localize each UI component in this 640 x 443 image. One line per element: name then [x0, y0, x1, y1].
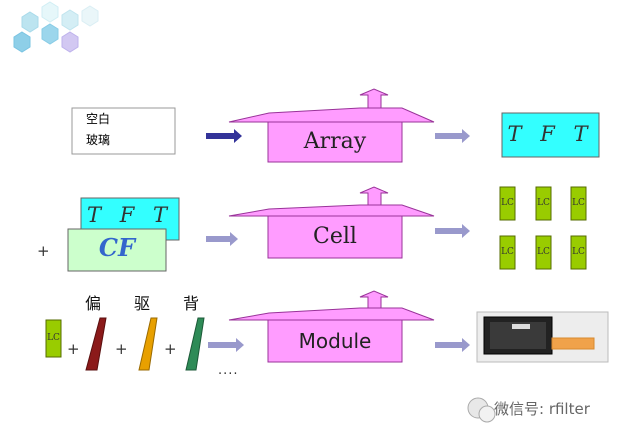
polarizer-char-label: 偏 — [85, 294, 102, 313]
tft-result-box — [501, 112, 600, 158]
lc-input-label: LC — [47, 333, 60, 343]
lc-cell-label: LC — [501, 247, 514, 257]
lc-cell-label: LC — [537, 198, 550, 208]
blank-glass-label-line2: 玻璃 — [86, 133, 111, 147]
module-plus-sign-3: + — [164, 340, 177, 358]
lc-cell-label: LC — [572, 198, 585, 208]
module-house-shape — [228, 290, 435, 363]
array-process-label: Array — [303, 129, 367, 154]
cf-label: CF — [98, 233, 136, 262]
backlight-char-label: 背 — [183, 294, 200, 313]
lcd-module-image — [476, 311, 609, 363]
cf-substrate-box — [67, 228, 167, 272]
arrow-to-lc-cells — [435, 224, 470, 238]
driver-char-label: 驱 — [134, 294, 151, 313]
blank-glass-label-line1: 空白 — [86, 112, 111, 126]
driver-ic-part — [138, 317, 158, 371]
array-house-shape — [228, 88, 435, 163]
lc-cell-tile — [535, 235, 552, 270]
lc-cell-label: LC — [537, 247, 550, 257]
more-parts-ellipsis: .... — [218, 363, 239, 378]
arrow-to-module-photo — [435, 338, 470, 352]
arrow-to-module — [208, 338, 244, 352]
cell-process-label: Cell — [313, 224, 357, 249]
tft-substrate-label: T F T — [87, 203, 173, 227]
lc-cell-label: LC — [572, 247, 585, 257]
backlight-part — [185, 317, 205, 371]
cell-plus-sign: + — [37, 242, 50, 260]
hexagon-decoration — [13, 1, 99, 53]
arrow-to-cell — [206, 232, 238, 246]
arrow-to-array — [206, 129, 242, 143]
cell-house-shape — [228, 186, 435, 259]
lc-input-tile — [45, 319, 62, 358]
polarizer-film — [85, 317, 107, 371]
lc-cell-tile — [535, 186, 552, 221]
watermark-text: 微信号: rfilter — [494, 400, 590, 418]
wechat-icon — [467, 397, 496, 423]
module-process-label: Module — [298, 329, 372, 353]
blank-glass-box — [71, 107, 176, 155]
lc-cell-tile — [570, 235, 587, 270]
lc-cell-tile — [499, 235, 516, 270]
lc-cell-tile — [570, 186, 587, 221]
tft-result-label: T F T — [507, 122, 594, 146]
lc-cell-tile — [499, 186, 516, 221]
lc-cell-label: LC — [501, 198, 514, 208]
lc-cell-grid — [499, 186, 587, 270]
module-plus-sign-1: + — [67, 340, 80, 358]
module-plus-sign-2: + — [115, 340, 128, 358]
arrow-to-tft — [435, 129, 470, 143]
